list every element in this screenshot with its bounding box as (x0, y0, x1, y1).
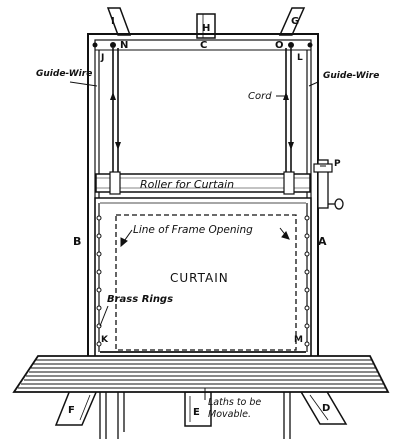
letter-H: H (202, 23, 210, 34)
letter-C: C (200, 40, 207, 51)
label-brass-rings: Brass Rings (107, 294, 173, 305)
brass-rings-pointer (99, 305, 109, 327)
post-stubs (99, 390, 291, 439)
letter-G: G (291, 16, 299, 27)
cords (112, 48, 292, 176)
brass-rings (96, 215, 310, 347)
letter-P: P (334, 159, 341, 169)
platform-laths (12, 355, 390, 393)
pulley-O (288, 42, 294, 48)
letter-F: F (68, 405, 75, 416)
letter-N: N (120, 40, 128, 51)
label-frame-opening: Line of Frame Opening (133, 224, 253, 236)
label-guide-wire-right: Guide-Wire (323, 71, 379, 81)
label-cord: Cord (248, 91, 272, 102)
label-laths-line2: Movable. (208, 409, 251, 420)
letter-E: E (193, 407, 200, 418)
leg-F (54, 389, 99, 426)
letter-B: B (73, 235, 81, 248)
label-roller: Roller for Curtain (140, 178, 234, 191)
pulley-tr (307, 42, 313, 48)
roller (95, 171, 311, 195)
pulley-N (110, 42, 116, 48)
pulley-tl (92, 42, 98, 48)
outer-frame (87, 33, 319, 358)
label-guide-wire-left: Guide-Wire (36, 69, 92, 79)
letter-M: M (294, 335, 303, 345)
label-laths-line1: Laths to be (208, 397, 261, 408)
label-curtain: CURTAIN (170, 271, 229, 285)
letter-J: J (100, 53, 104, 63)
letter-D: D (322, 403, 330, 414)
frame-opening-line (115, 214, 297, 351)
letter-L: L (297, 53, 303, 63)
opening-arrows (120, 227, 290, 248)
letter-A: A (318, 235, 327, 248)
letter-K: K (101, 335, 109, 345)
letter-O: O (275, 40, 284, 51)
leg-E (184, 391, 212, 427)
crank-handle (313, 159, 344, 210)
letter-I: I (111, 16, 115, 27)
leader-lines (69, 81, 319, 97)
